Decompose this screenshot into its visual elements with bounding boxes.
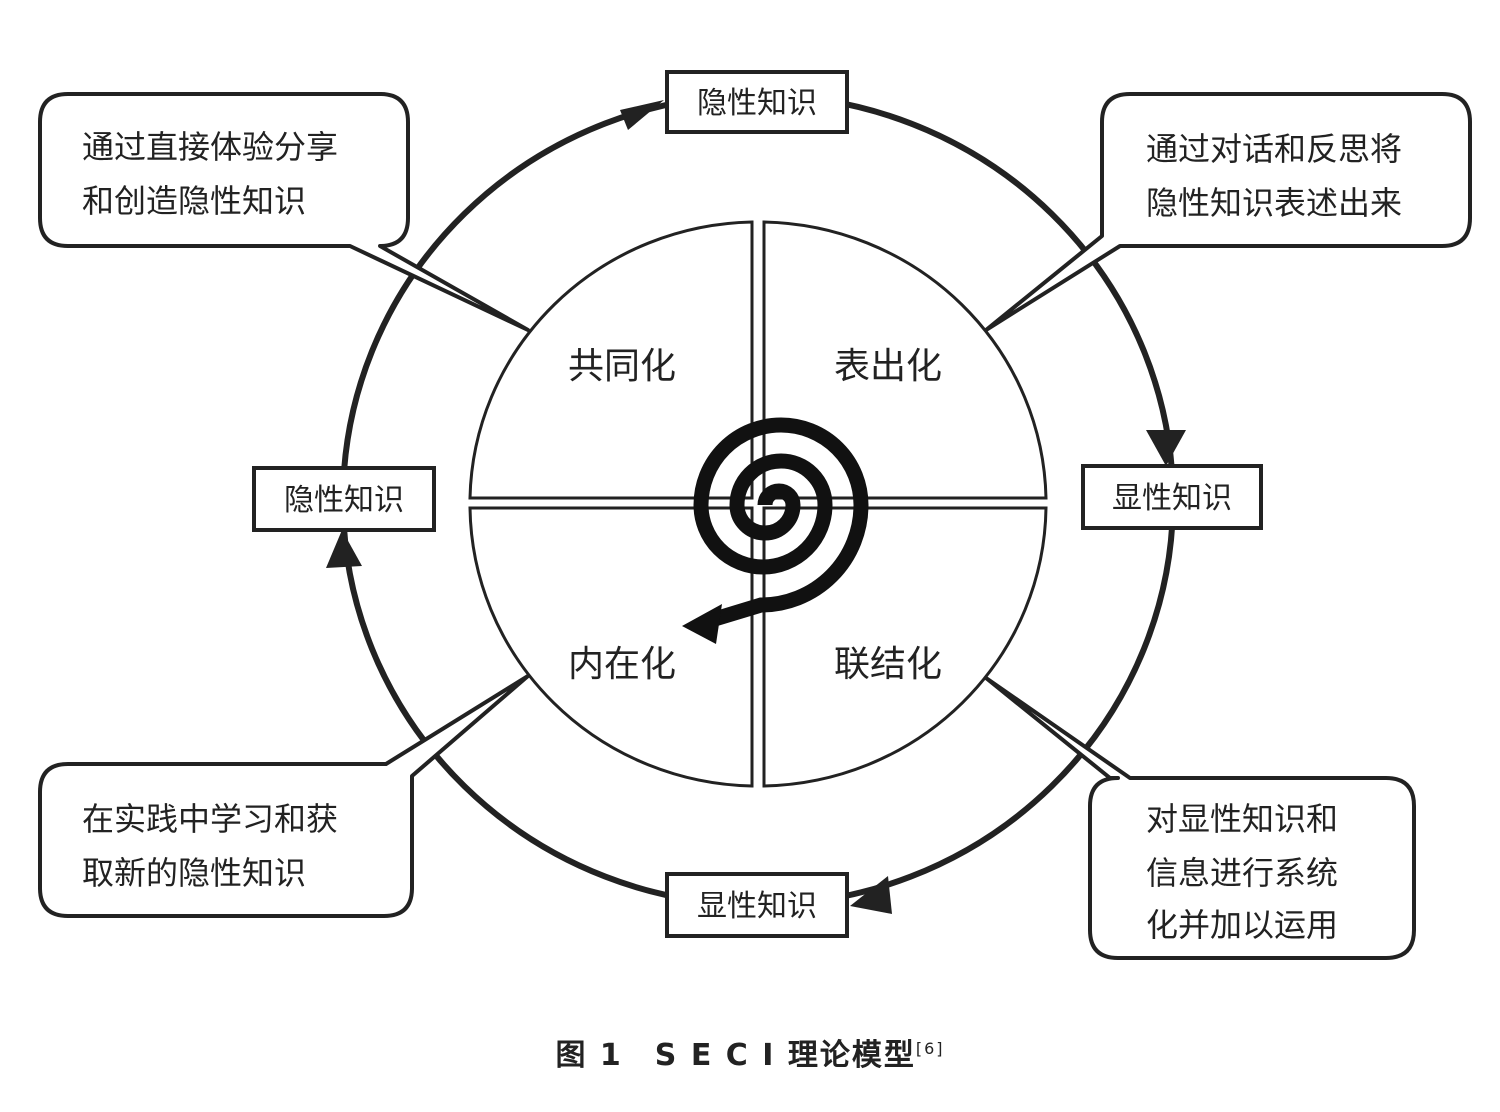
callout-internalization-line1: 在实践中学习和获 (82, 800, 338, 838)
arrow-to-right-node (1146, 430, 1186, 466)
figure-caption-ref: [6] (915, 1039, 945, 1058)
callout-socialization-line2: 和创造隐性知识 (82, 182, 306, 220)
quadrant-externalization (762, 220, 1048, 500)
callout-combination-line1: 对显性知识和 (1146, 800, 1338, 838)
node-top-label: 隐性知识 (697, 86, 817, 121)
node-right: 显性知识 (1081, 464, 1263, 530)
callout-combination: 对显性知识和 信息进行系统 化并加以运用 (984, 676, 1416, 960)
figure-caption-text: 图 1 S E C I 理论模型 (555, 1038, 916, 1073)
node-left: 隐性知识 (252, 466, 436, 532)
node-top: 隐性知识 (665, 70, 849, 134)
callout-externalization-line2: 隐性知识表述出来 (1146, 184, 1402, 222)
callout-combination-line3: 化并加以运用 (1146, 906, 1338, 944)
callout-combination-line2: 信息进行系统 (1146, 854, 1338, 892)
label-internalization: 内在化 (568, 644, 676, 685)
callout-internalization: 在实践中学习和获 取新的隐性知识 (38, 674, 530, 918)
quadrant-internalization (468, 506, 754, 788)
arrow-to-bottom-node (850, 876, 892, 914)
node-bottom: 显性知识 (665, 872, 849, 938)
callout-externalization-line1: 通过对话和反思将 (1146, 130, 1402, 168)
node-right-label: 显性知识 (1112, 481, 1232, 516)
seci-diagram: 共同化 表出化 内在化 联结化 隐性知识 显性知识 显性知识 隐性知识 通过直接… (38, 70, 1472, 960)
label-externalization: 表出化 (834, 346, 942, 387)
callout-socialization: 通过直接体验分享 和创造隐性知识 (38, 92, 530, 332)
knowledge-spiral (693, 417, 869, 630)
callout-socialization-line1: 通过直接体验分享 (82, 128, 338, 166)
arrow-to-left-node (326, 530, 362, 568)
node-left-label: 隐性知识 (284, 483, 404, 518)
label-socialization: 共同化 (568, 346, 676, 387)
label-combination: 联结化 (834, 644, 942, 685)
figure-caption: 图 1 S E C I 理论模型[6] (0, 1030, 1500, 1074)
node-bottom-label: 显性知识 (697, 889, 817, 924)
spiral-arrowhead (682, 604, 722, 644)
arrow-to-top-node (620, 100, 664, 130)
outer-cycle-ring (340, 92, 1176, 908)
quadrant-socialization (468, 220, 754, 500)
callout-externalization: 通过对话和反思将 隐性知识表述出来 (984, 92, 1472, 332)
callout-internalization-line2: 取新的隐性知识 (82, 854, 306, 892)
